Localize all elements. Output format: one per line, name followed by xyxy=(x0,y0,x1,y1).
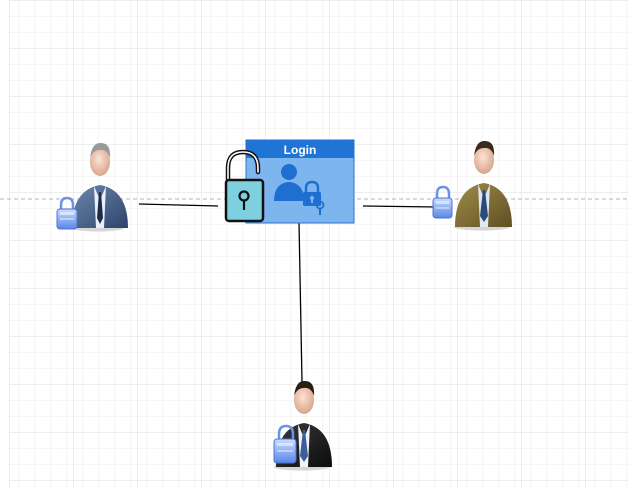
user-right[interactable] xyxy=(432,140,512,231)
businessman-gray-suit-icon xyxy=(72,142,128,228)
padlock-key-icon xyxy=(303,180,325,215)
connector-right[interactable] xyxy=(362,205,438,208)
login-box-header xyxy=(246,140,354,158)
user-left[interactable] xyxy=(56,142,128,232)
businessman-olive-suit-icon xyxy=(455,140,512,227)
user-silhouette-icon xyxy=(274,164,304,201)
connector-bottom[interactable] xyxy=(298,221,303,383)
user-bottom[interactable] xyxy=(273,380,332,471)
login-title: Login xyxy=(284,143,317,157)
padlock-icon xyxy=(432,185,453,219)
unlocked-padlock-icon[interactable] xyxy=(224,149,265,223)
grid xyxy=(9,0,629,488)
padlock-icon xyxy=(273,424,297,464)
login-box[interactable]: Login xyxy=(245,139,355,224)
padlock-icon xyxy=(56,196,78,230)
connector-left[interactable] xyxy=(138,203,219,207)
